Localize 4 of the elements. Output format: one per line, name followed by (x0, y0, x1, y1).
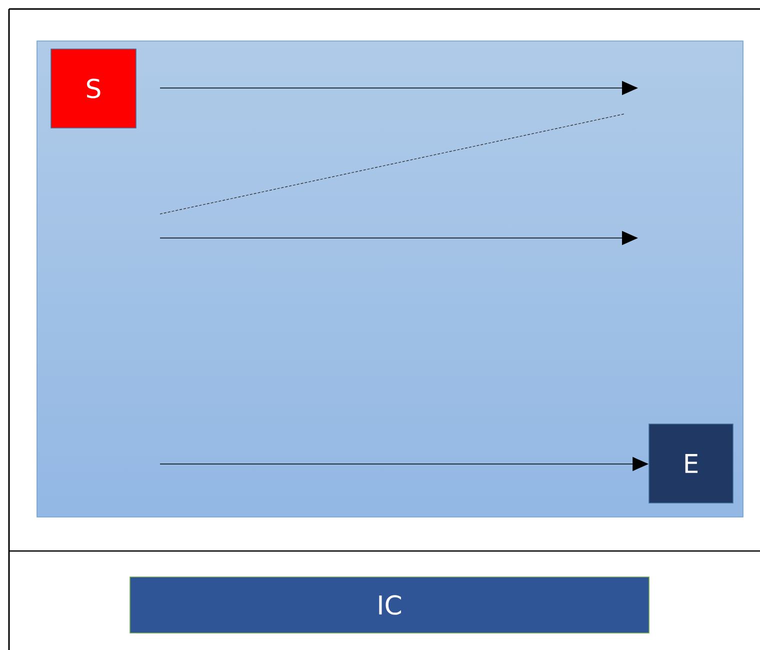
start-box: S (50, 48, 136, 128)
end-box: E (648, 424, 734, 504)
panel-box (36, 40, 744, 518)
bar-box: IC (130, 576, 650, 634)
